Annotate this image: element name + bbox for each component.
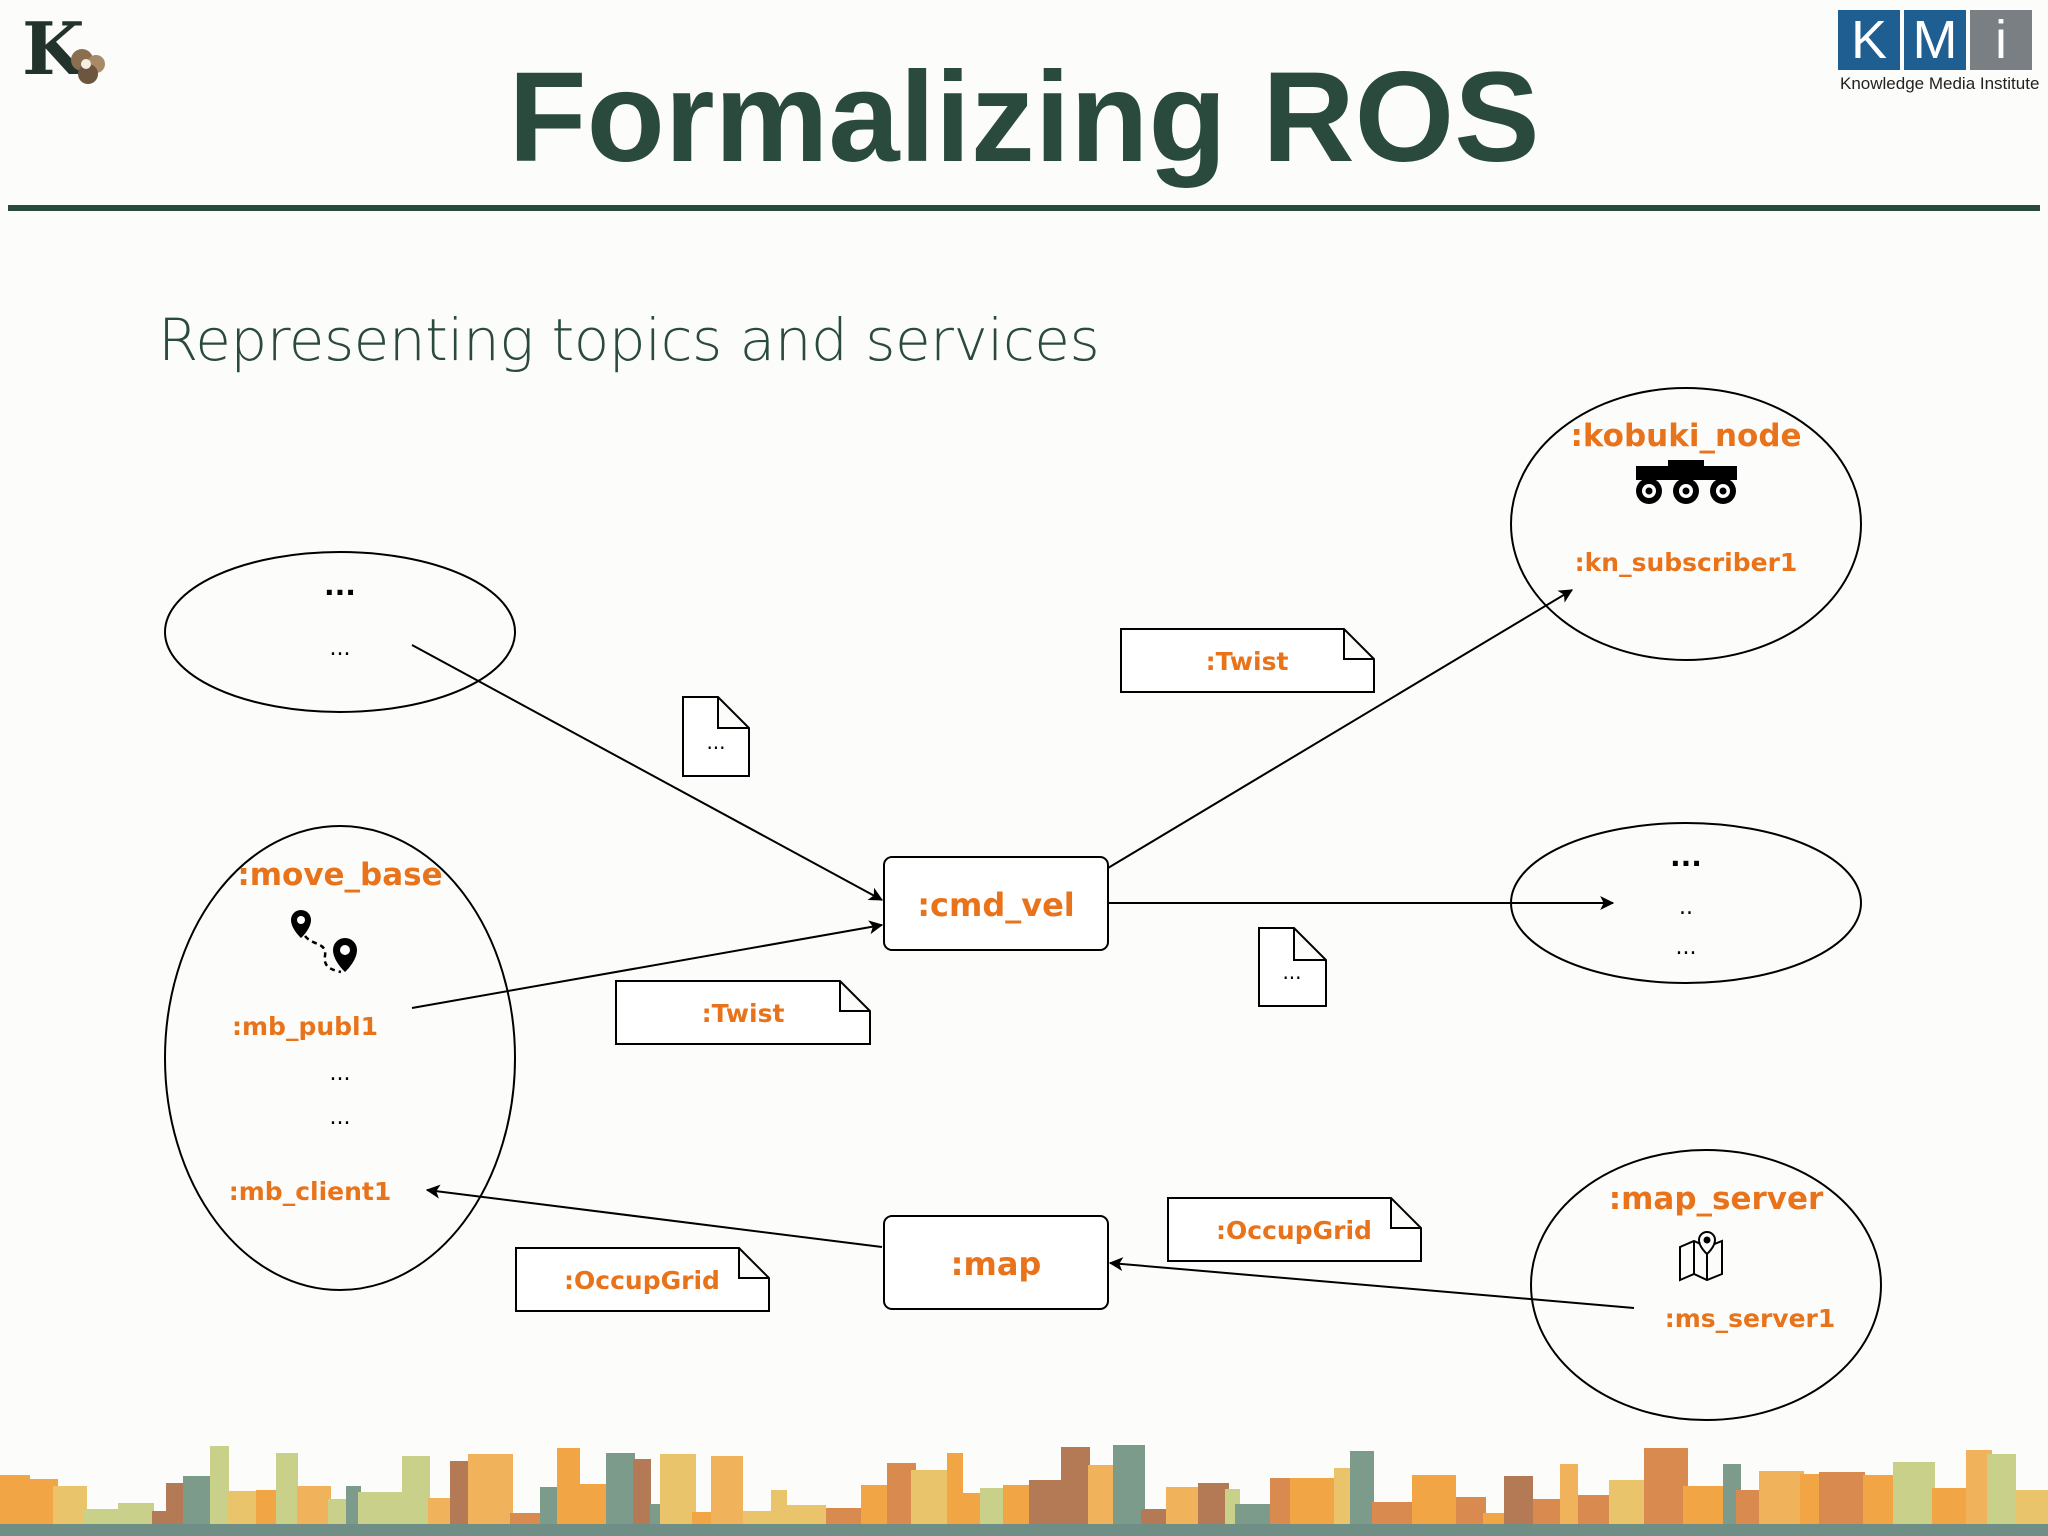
k-logo: K [22,6,112,96]
skyline-building [450,1461,473,1536]
node-unknown-top-left-title: ... [324,569,356,602]
kmi-logo: K M i Knowledge Media Institute [1838,10,2040,98]
edge-cmdvel-to-kobuki [1107,589,1574,869]
msg-twist-bottom-label: :Twist [702,999,785,1028]
slide-title: Formalizing ROS [508,46,1540,189]
edge-msserver-to-map [1108,1257,1635,1309]
skyline-building [346,1486,361,1536]
node-move-base-title: :move_base [237,857,442,893]
skyline-building [606,1453,635,1536]
node-unknown-top-left [164,551,516,713]
msg-occupgrid-left-label: :OccupGrid [564,1266,720,1295]
edge-unknown-to-cmdvel [411,644,884,901]
skyline-building [633,1459,651,1536]
skyline-building [1270,1478,1290,1536]
skyline-building [1987,1454,2016,1536]
skyline-building [1113,1445,1145,1536]
topic-map-label: :map [951,1245,1042,1283]
node-kobuki-title: :kobuki_node [1570,418,1801,454]
node-kobuki [1510,387,1862,661]
skyline-building [210,1446,229,1536]
skyline-building [1334,1468,1354,1536]
skyline-building [1893,1462,1935,1536]
node-move-base-dots-1: ... [330,1061,351,1086]
edge-map-to-mbclient [425,1184,883,1248]
msg-twist-top-label: :Twist [1206,647,1289,676]
skyline-building [166,1483,184,1536]
msg-occupgrid-left-doc [515,1247,770,1312]
node-unknown-top-left-item: ... [330,636,351,661]
skyline-building [468,1454,513,1536]
msg-twist-top-doc [1120,628,1375,693]
node-move-base-dots-2: ... [330,1105,351,1130]
node-move-base-client: :mb_client1 [229,1177,392,1206]
node-unknown-right-item-2: ... [1676,935,1697,960]
msg-unknown-right-label: ... [1282,960,1301,984]
node-map-server-title: :map_server [1609,1181,1824,1217]
kmi-logo-caption: Knowledge Media Institute [1840,74,2040,93]
skyline-building [1061,1447,1090,1536]
node-map-server [1530,1149,1882,1421]
skyline-building [1350,1451,1374,1536]
msg-twist-bottom-doc [615,980,871,1045]
kmi-logo-k: K [1838,10,1900,70]
skyline-building [660,1454,696,1536]
robot-base-icon [1636,460,1737,504]
topic-map-box [883,1215,1109,1310]
flower-logo-icon [71,49,105,84]
msg-unknown-right-doc [1258,927,1327,1007]
node-unknown-right [1510,822,1862,984]
node-move-base-publisher: :mb_publ1 [232,1012,378,1041]
topic-cmd-vel-box [883,856,1109,951]
folded-map-icon [1679,1230,1723,1282]
skyline-building [1560,1464,1578,1536]
header-divider [8,205,2040,211]
skyline-building [1644,1448,1688,1536]
skyline-building [557,1448,580,1536]
skyline-building [947,1453,963,1536]
skyline-building [711,1456,743,1536]
city-skyline-decoration [0,1445,2048,1536]
skyline-building [540,1487,561,1536]
edge-mbpubl-to-cmdvel [411,920,884,1009]
node-unknown-right-item-1: .. [1679,895,1693,920]
msg-unknown-left-label: ... [706,730,725,754]
skyline-ground [0,1524,2048,1536]
node-move-base [164,825,516,1291]
kmi-logo-m: M [1904,10,1966,70]
msg-occupgrid-right-label: :OccupGrid [1216,1216,1372,1245]
msg-unknown-left-doc [682,696,750,777]
node-map-server-server: :ms_server1 [1665,1304,1836,1333]
kmi-logo-i: i [1970,10,2032,70]
ros-diagram: :cmd_vel :map ... ... :Twist :Twist :Occ… [164,387,1882,1421]
skyline-building [402,1456,430,1536]
route-pins-icon [291,910,357,974]
topic-cmd-vel-label: :cmd_vel [917,886,1075,924]
k-logo-letter: K [22,6,85,91]
skyline-building [276,1453,298,1536]
node-kobuki-subscriber: :kn_subscriber1 [1575,548,1798,577]
skyline-building [1800,1474,1823,1536]
msg-occupgrid-right-doc [1167,1197,1422,1262]
node-unknown-right-title: ... [1670,840,1702,873]
slide-subtitle: Representing topics and services [158,306,1100,374]
